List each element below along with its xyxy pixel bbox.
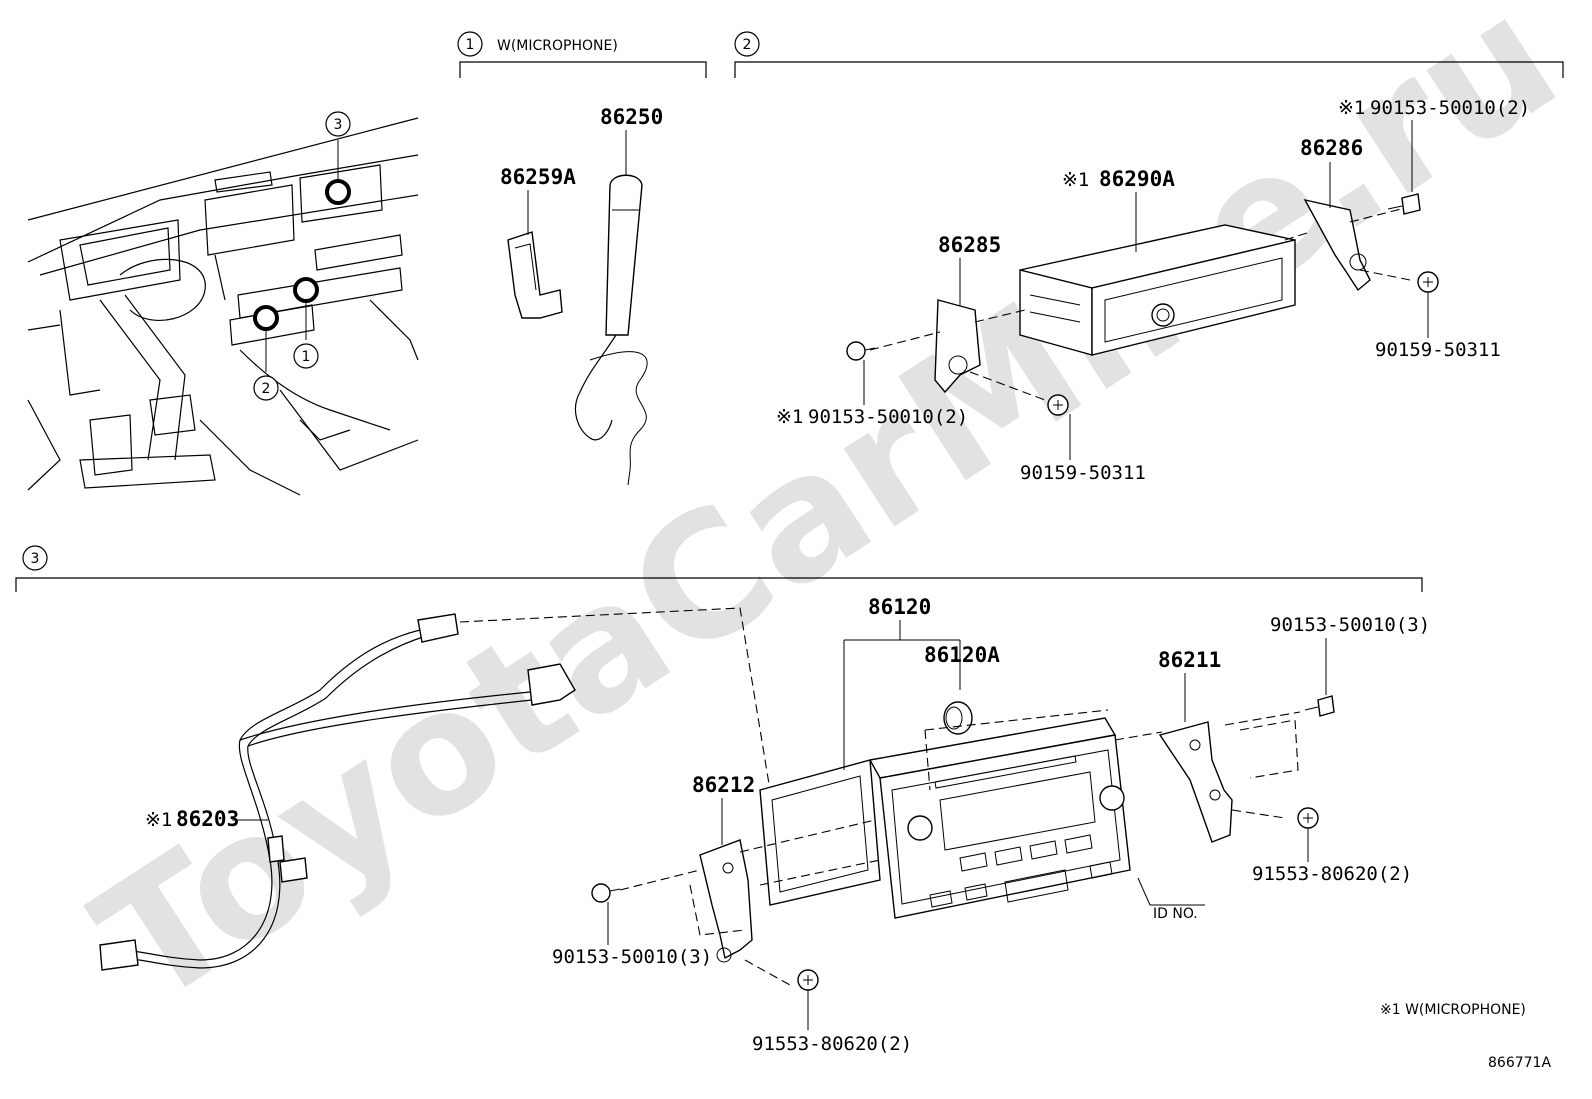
label-86286: 86286 <box>1300 136 1363 160</box>
label-screw-s3-right: 91553-80620(2) <box>1252 863 1412 885</box>
note-mark-86290A: ※1 <box>1062 169 1089 191</box>
bracket-86211 <box>1158 721 1233 843</box>
label-screw-right: 90159-50311 <box>1375 339 1501 361</box>
svg-text:W(MICROPHONE): W(MICROPHONE) <box>497 38 618 54</box>
bracket-86285 <box>934 299 981 394</box>
label-bolt-left: 90153-50010(2) <box>808 406 968 428</box>
microphone-86250 <box>575 174 648 486</box>
label-86290A: 86290A <box>1099 167 1175 191</box>
label-86285: 86285 <box>938 233 1001 257</box>
label-86120A: 86120A <box>924 643 1000 667</box>
svg-text:2: 2 <box>262 381 271 397</box>
bolt-90153-50010-top-right <box>1387 193 1421 215</box>
overview-marker-1: 1 <box>293 277 319 369</box>
screw-91553-80620-s3-right <box>1297 807 1319 829</box>
label-id-no: ID NO. <box>1153 906 1198 922</box>
svg-text:3: 3 <box>334 117 343 133</box>
section-3-header: 3 <box>15 545 1423 592</box>
svg-text:3: 3 <box>31 551 40 567</box>
label-bolt-s3-right: 90153-50010(3) <box>1270 614 1430 636</box>
svg-text:2: 2 <box>743 37 752 53</box>
svg-text:1: 1 <box>466 37 475 53</box>
label-screw-bottom: 90159-50311 <box>1020 462 1146 484</box>
bolt-90153-50010-left <box>846 341 876 361</box>
radio-receiver-86290A <box>1019 224 1296 356</box>
overview-marker-3: 3 <box>325 111 351 205</box>
section-2-header: 2 <box>734 31 1564 78</box>
label-bolt-s3-left: 90153-50010(3) <box>552 946 712 968</box>
screw-91553-80620-s3-bottom <box>797 969 819 991</box>
audio-head-unit-86120 <box>759 717 1131 919</box>
screw-90159-50311-bottom <box>1047 394 1069 416</box>
bracket-86212 <box>699 839 753 963</box>
bolt-90153-50010-s3-right <box>1304 695 1335 717</box>
label-86211: 86211 <box>1158 648 1221 672</box>
label-86250: 86250 <box>600 105 663 129</box>
wire-harness-86203 <box>99 613 576 971</box>
bracket-86286 <box>1303 198 1371 292</box>
diagram-code: 866771A <box>1488 1055 1551 1071</box>
label-86120: 86120 <box>868 595 931 619</box>
microphone-holder-86259A <box>507 231 563 319</box>
label-screw-s3-bottom: 91553-80620(2) <box>752 1033 912 1055</box>
bolt-90153-50010-s3-left <box>591 883 621 903</box>
svg-text:1: 1 <box>302 349 311 365</box>
section-1-header: 1 W(MICROPHONE) <box>457 31 707 78</box>
note-mark-bolt-left: ※1 <box>776 406 803 428</box>
overview-marker-2: 2 <box>253 305 279 401</box>
label-86212: 86212 <box>692 773 755 797</box>
screw-90159-50311-right <box>1417 271 1439 293</box>
note-mark-86203: ※1 <box>145 809 172 831</box>
dashboard-overview-illustration <box>27 117 419 496</box>
footnote: ※1 W(MICROPHONE) <box>1380 1002 1526 1018</box>
knob-86120A <box>943 701 973 735</box>
note-mark-bolt-top-right: ※1 <box>1338 97 1365 119</box>
label-bolt-top-right: 90153-50010(2) <box>1370 97 1530 119</box>
label-86203: 86203 <box>176 807 239 831</box>
label-86259A: 86259A <box>500 165 576 189</box>
